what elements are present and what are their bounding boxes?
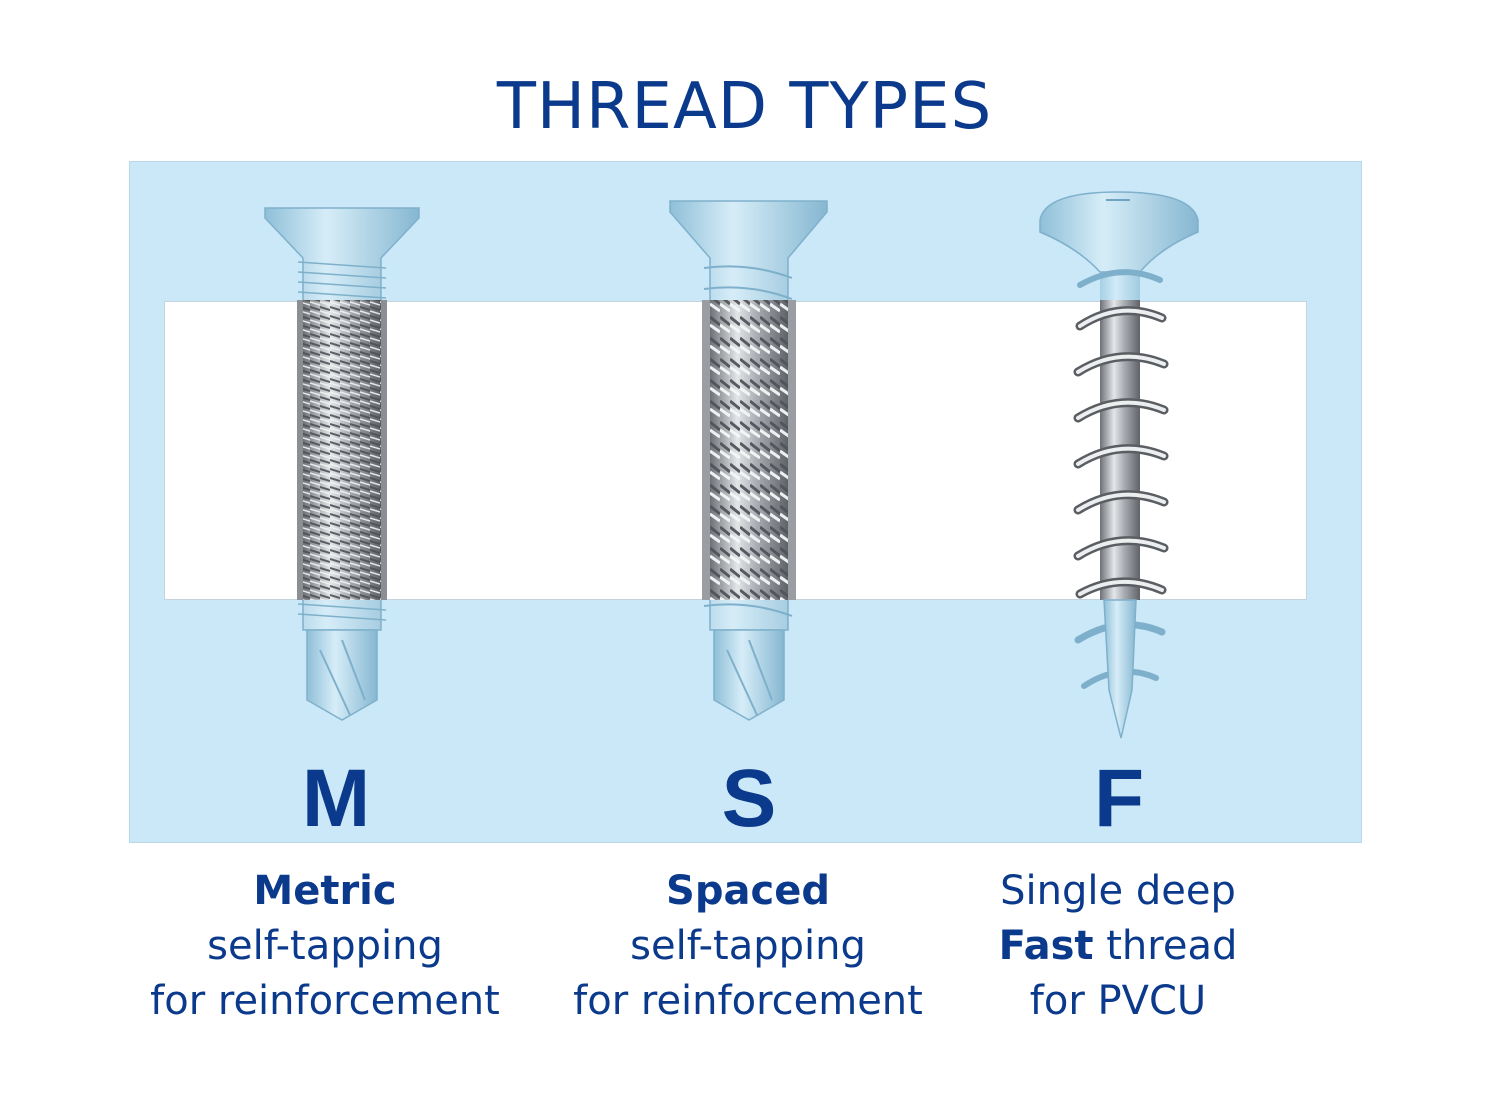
fast-thread-pan-head-screw-icon: [1039, 191, 1199, 739]
caption-spaced-line2: self-tapping: [630, 923, 866, 969]
caption-spaced-line3: for reinforcement: [573, 978, 923, 1024]
caption-fast-line2: thread: [1093, 923, 1238, 969]
type-letter-f: F: [1093, 753, 1145, 844]
caption-fast-line3: for PVCU: [1029, 978, 1207, 1024]
caption-metric-line2: self-tapping: [207, 923, 443, 969]
page-title: THREAD TYPES: [496, 70, 993, 144]
caption-fast-bold: Fast: [998, 923, 1094, 969]
caption-metric-bold: Metric: [253, 868, 397, 914]
type-letter-s: S: [721, 753, 777, 844]
metric-drill-screw-icon: [264, 207, 420, 721]
spaced-drill-screw-icon: [669, 200, 828, 721]
type-letter-m: M: [301, 753, 371, 844]
caption-spaced: Spaced self-tapping for reinforcement: [538, 864, 958, 1029]
caption-metric: Metric self-tapping for reinforcement: [115, 864, 535, 1029]
caption-spaced-bold: Spaced: [666, 868, 830, 914]
caption-fast: Single deep Fast thread for PVCU: [908, 864, 1328, 1029]
caption-fast-line1: Single deep: [1000, 868, 1236, 914]
caption-metric-line3: for reinforcement: [150, 978, 500, 1024]
